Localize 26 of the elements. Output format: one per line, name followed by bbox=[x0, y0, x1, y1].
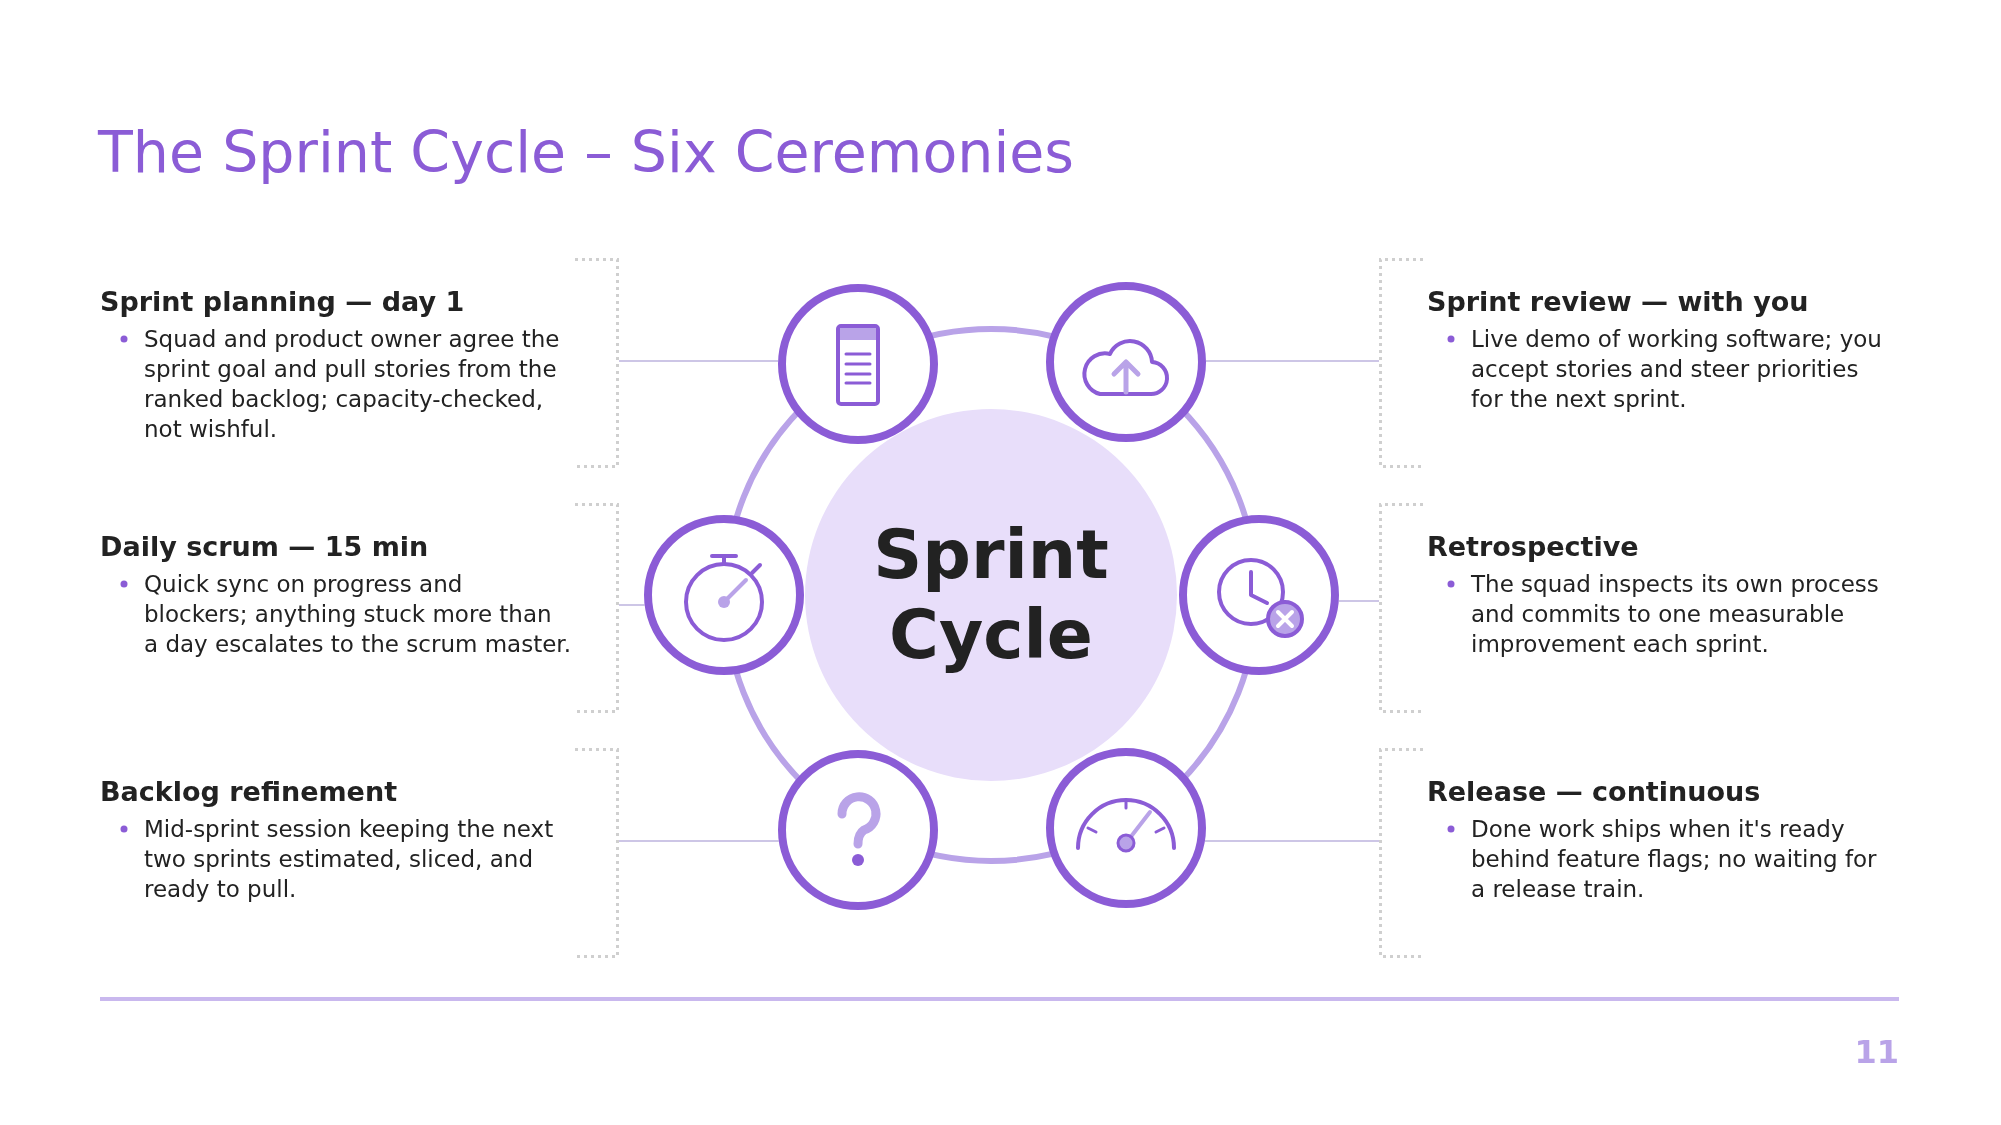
ceremony-heading: Sprint review — with you bbox=[1427, 285, 1810, 319]
connector-line bbox=[1205, 360, 1380, 362]
icon-circle bbox=[778, 750, 938, 910]
ceremony-heading: Retrospective bbox=[1427, 530, 1640, 564]
bullet-text: Done work ships when it's ready behind feature flags; no waiting for a release train. bbox=[1471, 815, 1878, 904]
ceremony-heading: Release — continuous bbox=[1427, 775, 1762, 809]
bullet-text: Quick sync on progress and blockers; anything stuck more than a day escalates to the scrum master. bbox=[144, 570, 572, 659]
connector-line bbox=[618, 604, 646, 606]
slide-title: The Sprint Cycle – Six Ceremonies bbox=[98, 118, 1074, 187]
icon-circle bbox=[1179, 515, 1339, 675]
connector-line bbox=[618, 840, 780, 842]
icon-circle bbox=[1046, 748, 1206, 908]
bullet-text: Squad and product owner agree the sprint goal and pull stories from the ranked backlog; capacity-checked, not wishful. bbox=[144, 325, 561, 444]
connector-line bbox=[618, 360, 780, 362]
connector-line bbox=[1203, 840, 1380, 842]
bullet-text: The squad inspects its own process and commits to one measurable improvement each sprint. bbox=[1471, 570, 1880, 659]
center-circle: Sprint Cycle bbox=[805, 409, 1177, 781]
ceremony-heading: Backlog refinement bbox=[100, 775, 399, 809]
ceremony-heading: Daily scrum — 15 min bbox=[100, 530, 430, 564]
icon-circle bbox=[644, 515, 804, 675]
page-number: 11 bbox=[1854, 1033, 1899, 1071]
bullet-text: Mid-sprint session keeping the next two sprints estimated, sliced, and ready to pull. bbox=[144, 815, 555, 904]
ceremony-heading: Sprint planning — day 1 bbox=[100, 285, 466, 319]
icon-circle bbox=[778, 284, 938, 444]
icon-circle bbox=[1046, 282, 1206, 442]
bullet-text: Live demo of working software; you accept stories and steer priorities for the next sprint. bbox=[1471, 325, 1883, 414]
